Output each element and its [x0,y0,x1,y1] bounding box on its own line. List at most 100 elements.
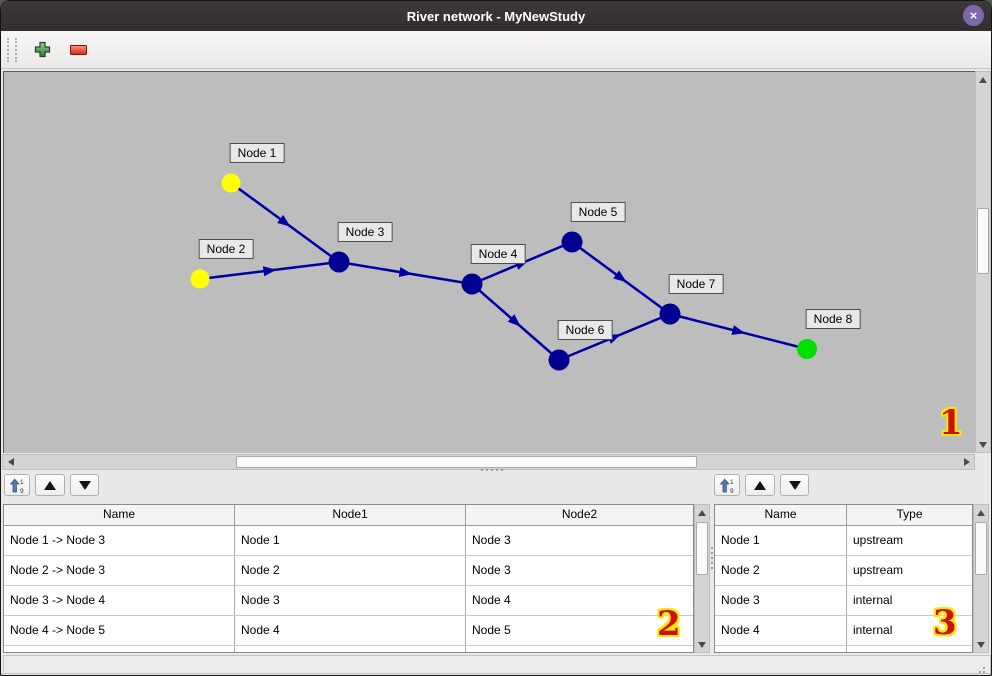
edge-arrow-icon [277,214,291,227]
node-label: Node 3 [337,222,393,242]
cell: Node 4 [235,616,466,645]
node-label: Node 1 [229,143,285,163]
table-row[interactable]: Node 3 internal [715,586,972,616]
scroll-up-button[interactable] [695,505,709,520]
cell: internal [853,593,893,607]
node-label: Node 6 [557,320,613,340]
toolbar-drag-handle[interactable] [7,37,17,62]
annotation-2: 2 [657,604,681,644]
branches-table: Name Node1 Node2 Node 1 -> Node 3 Node 1… [3,504,694,653]
cell: upstream [853,533,904,547]
scroll-down-button[interactable] [974,637,988,652]
add-button[interactable] [31,39,53,61]
cell: Node 5 [472,623,511,637]
cell [715,646,847,652]
nodes-table-scrollbar[interactable] [973,504,989,653]
svg-text:1: 1 [730,479,734,486]
column-header[interactable]: Name [715,505,847,525]
scroll-down-button[interactable] [976,437,990,452]
table-row[interactable]: Node 4 -> Node 5 Node 4 Node 5 [4,616,693,646]
cell: Node 1 -> Node 3 [4,526,235,555]
triangle-up-icon [44,480,56,490]
scrollbar-thumb[interactable] [236,456,697,468]
annotation-3: 3 [933,603,957,643]
network-canvas[interactable]: Node 1 Node 2 Node 3 Node 4 Node 5 Node 6 Node… [3,71,975,453]
cell: Node 1 [235,526,466,555]
table-row[interactable] [4,646,693,652]
column-header[interactable]: Type [896,507,923,521]
network-node[interactable] [797,339,817,359]
network-node[interactable] [328,251,350,273]
edge-arrow-icon [262,266,277,277]
cell [466,646,693,652]
arrow-up-icon [979,76,987,83]
network-node[interactable] [548,349,570,371]
arrow-right-icon [963,458,970,466]
cell [4,646,235,652]
cell: Node 3 [472,563,511,577]
node-label: Node 5 [570,202,626,222]
scroll-down-button[interactable] [695,637,709,652]
network-node[interactable] [221,173,241,193]
svg-text:1: 1 [20,479,24,486]
scroll-up-button[interactable] [976,72,990,87]
node-label: Node 4 [470,244,526,264]
cell: Node 4 [472,593,511,607]
table-row[interactable]: Node 4 internal [715,616,972,646]
table-row[interactable]: Node 1 -> Node 3 Node 1 Node 3 [4,526,693,556]
scrollbar-thumb[interactable] [977,208,989,274]
close-button[interactable]: × [963,5,984,26]
annotation-1: 1 [939,403,963,443]
network-node[interactable] [561,231,583,253]
edge-arrow-icon [613,270,627,283]
scroll-up-button[interactable] [974,505,988,520]
sort-nodes-button[interactable]: 1 9 [714,474,740,496]
svg-text:9: 9 [730,488,734,494]
canvas-vscrollbar[interactable] [975,71,991,453]
pane-splitter-handle[interactable] [481,469,483,471]
cell: internal [853,623,893,637]
branch-move-down-button[interactable] [70,474,99,496]
cell: Node 3 -> Node 4 [4,586,235,615]
arrow-down-icon [977,641,985,648]
table-row[interactable]: Node 3 -> Node 4 Node 3 Node 4 [4,586,693,616]
node-move-down-button[interactable] [780,474,809,496]
table-row[interactable] [715,646,972,652]
table-row[interactable]: Node 1 upstream [715,526,972,556]
arrow-down-icon [979,441,987,448]
arrow-down-icon [698,641,706,648]
remove-button[interactable] [67,39,89,61]
cell: Node 2 -> Node 3 [4,556,235,585]
column-header[interactable]: Node2 [561,507,598,521]
close-icon: × [969,8,978,23]
sort-branches-button[interactable]: 1 9 [4,474,30,496]
cell: Node 2 [715,556,847,585]
network-node[interactable] [190,269,210,289]
table-row[interactable]: Node 2 upstream [715,556,972,586]
network-node[interactable] [461,273,483,295]
column-header[interactable]: Name [4,505,235,525]
table-row[interactable]: Node 2 -> Node 3 Node 2 Node 3 [4,556,693,586]
node-move-up-button[interactable] [745,474,775,496]
network-node[interactable] [659,303,681,325]
resize-grip[interactable] [983,667,985,669]
cell: Node 3 [235,586,466,615]
scrollbar-thumb[interactable] [696,522,708,575]
node-label: Node 2 [198,239,254,259]
scrollbar-thumb[interactable] [975,522,987,575]
column-header[interactable]: Node1 [235,505,466,525]
branch-move-up-button[interactable] [35,474,65,496]
triangle-down-icon [78,480,91,490]
node-label: Node 8 [805,309,861,329]
scroll-left-button[interactable] [3,455,18,469]
status-bar [3,655,991,674]
canvas-hscrollbar[interactable] [2,454,975,470]
scroll-right-button[interactable] [959,455,974,469]
table-splitter-handle[interactable] [711,547,713,549]
titlebar[interactable]: River network - MyNewStudy × [1,1,991,31]
cell [235,646,466,652]
branches-table-scrollbar[interactable] [694,504,710,653]
node-label: Node 7 [668,274,724,294]
cell: Node 4 [715,616,847,645]
